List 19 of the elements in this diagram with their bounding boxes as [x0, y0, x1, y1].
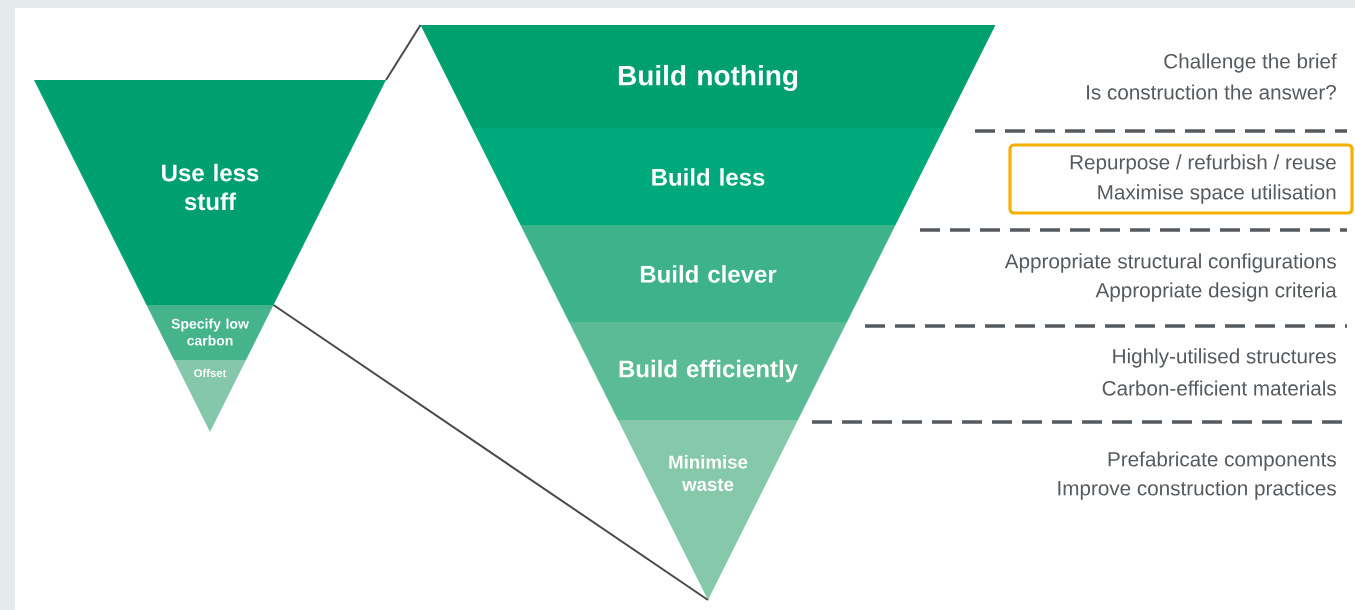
- description-text: Carbon-efficient materials: [1102, 380, 1336, 396]
- description-text: Is construction the answer?: [1087, 84, 1336, 100]
- pyramid-band: Build efficiently: [569, 322, 847, 420]
- description-text: Appropriate structural configurations: [1004, 253, 1336, 273]
- highlight-box: Repurpose / refurbish / reuse Maximise space utilisation: [1008, 143, 1354, 215]
- description-text: Highly-utilised structures: [1113, 348, 1336, 368]
- connector-line: [272, 304, 709, 601]
- pyramid-band: Minimise waste: [618, 420, 798, 600]
- connector-line: [385, 24, 422, 81]
- description-text: Prefabricate components: [1108, 451, 1336, 471]
- description-text: Improve construction practices: [1058, 480, 1336, 500]
- pyramid-band: Build clever: [520, 225, 896, 322]
- pyramid-band: Use less stuff: [34, 80, 386, 305]
- pyramid-band: Build less: [472, 128, 944, 225]
- pyramid-band: Offset: [174, 360, 246, 432]
- description-text: Appropriate design criteria: [1095, 282, 1337, 302]
- pyramid-band: Build nothing: [420, 25, 996, 128]
- description-text: Challenge the brief: [1164, 53, 1337, 73]
- pyramid-band: Specify low carbon: [146, 305, 274, 360]
